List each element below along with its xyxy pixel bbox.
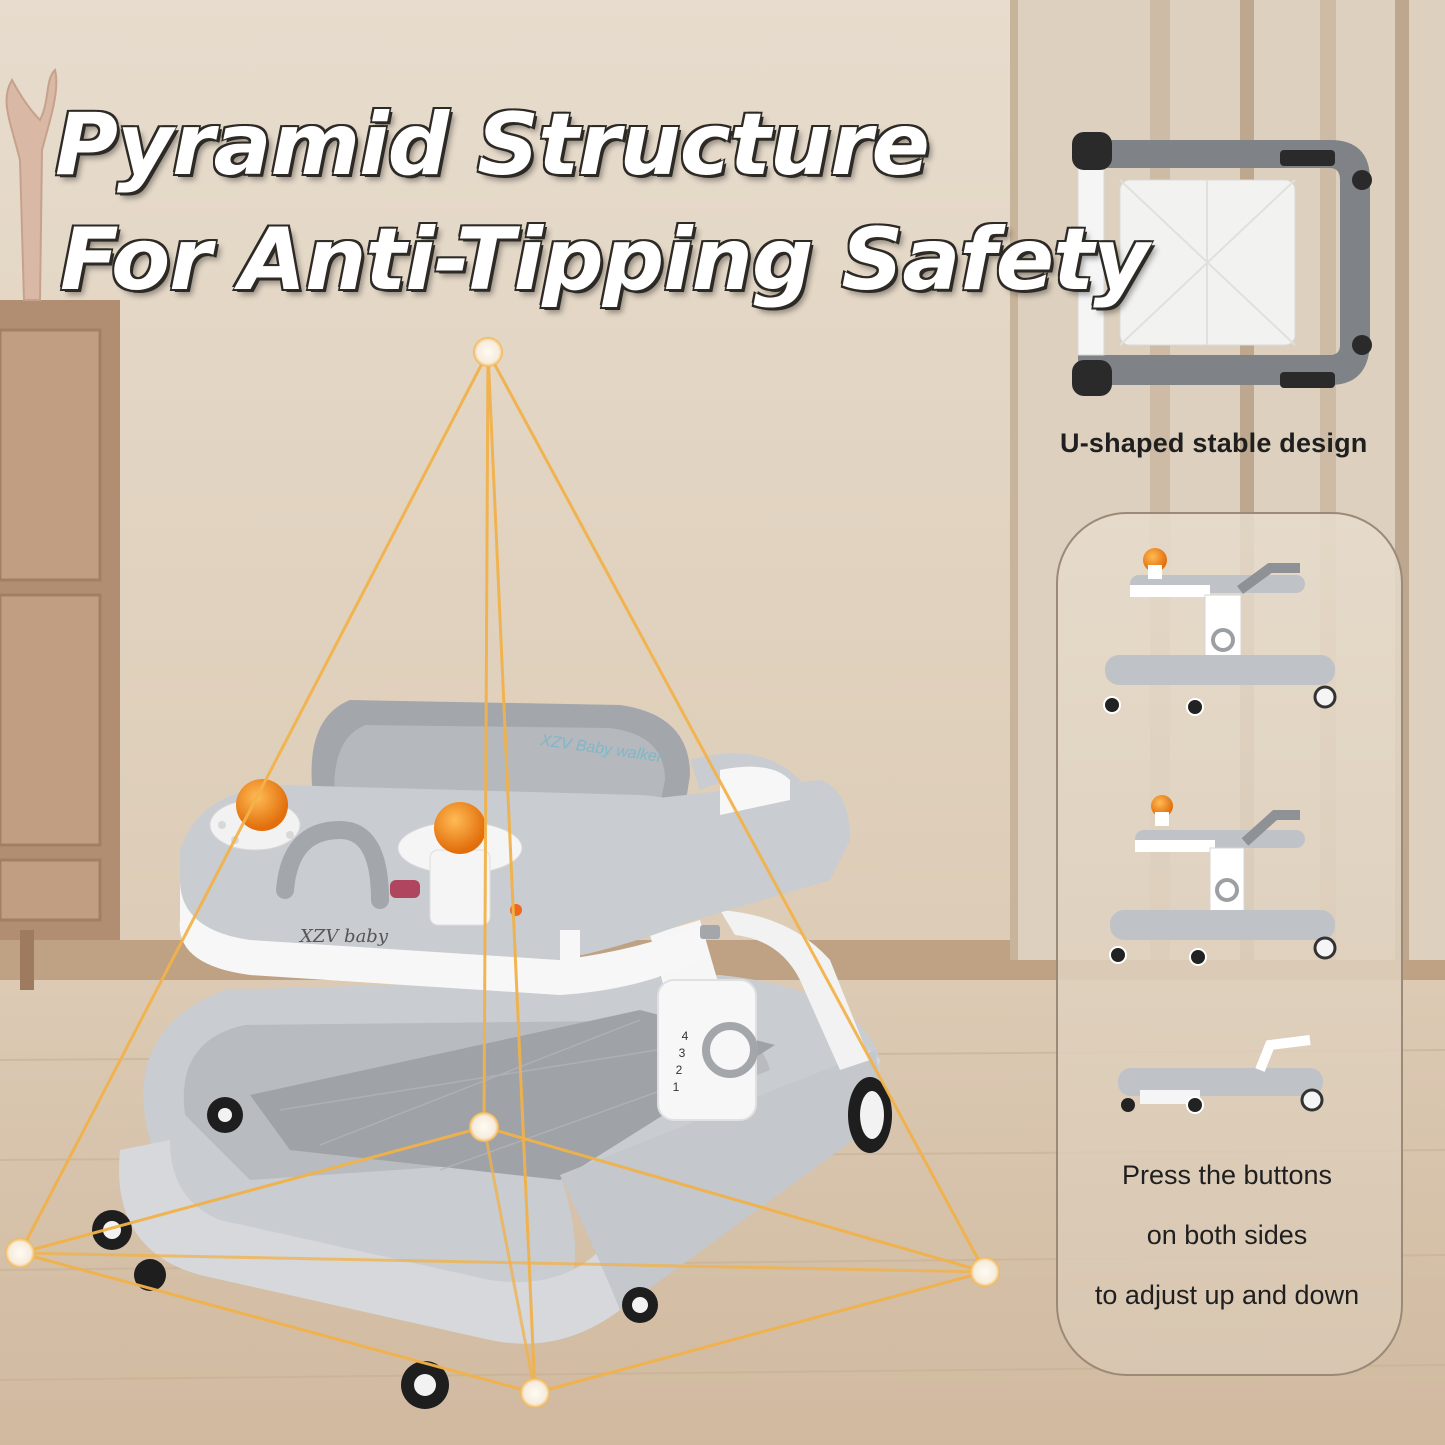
- instruction-line-2: on both sides: [1146, 1220, 1308, 1250]
- dresser: [0, 300, 120, 990]
- toy-arch-handle: [276, 820, 389, 909]
- vertex-apex: [473, 337, 503, 367]
- vertex-right: [970, 1257, 1000, 1287]
- walker-side-view-high: [1103, 548, 1337, 716]
- toy-button-red: [390, 880, 420, 898]
- pyramid-vertices: [5, 337, 1000, 1408]
- vertex-front: [520, 1378, 550, 1408]
- headline-line-1: Pyramid Structure: [55, 95, 930, 195]
- vertex-left: [5, 1238, 35, 1268]
- instruction-line-1: Press the buttons: [1121, 1160, 1333, 1190]
- height-level-marks: 4 3 2 1: [673, 1029, 689, 1094]
- walker-side-view-middle: [1109, 795, 1337, 966]
- pyramid-overlay: [18, 351, 987, 1395]
- u-shaped-caption: U-shaped stable design: [1060, 428, 1368, 458]
- toy-mushroom-right: [397, 802, 523, 926]
- tray-logo: XZV baby: [298, 926, 389, 947]
- level-mark-3: 3: [679, 1046, 686, 1060]
- deer-figurine: [5, 68, 58, 301]
- baby-walker: 4 3 2 1 XZV Baby walker XZV baby: [92, 700, 892, 1409]
- walker-wheels: [92, 1077, 892, 1409]
- level-mark-2: 2: [676, 1063, 683, 1077]
- level-mark-4: 4: [682, 1029, 689, 1043]
- level-mark-1: 1: [673, 1080, 680, 1094]
- walker-side-view-folded: [1118, 1035, 1324, 1114]
- u-shaped-walker-topview: [1072, 132, 1372, 396]
- instruction-line-3: to adjust up and down: [1094, 1280, 1360, 1310]
- vertex-back: [469, 1112, 499, 1142]
- headline-line-2: For Anti-Tipping Safety: [60, 210, 1149, 310]
- height-adjust-panel: [1056, 512, 1403, 1376]
